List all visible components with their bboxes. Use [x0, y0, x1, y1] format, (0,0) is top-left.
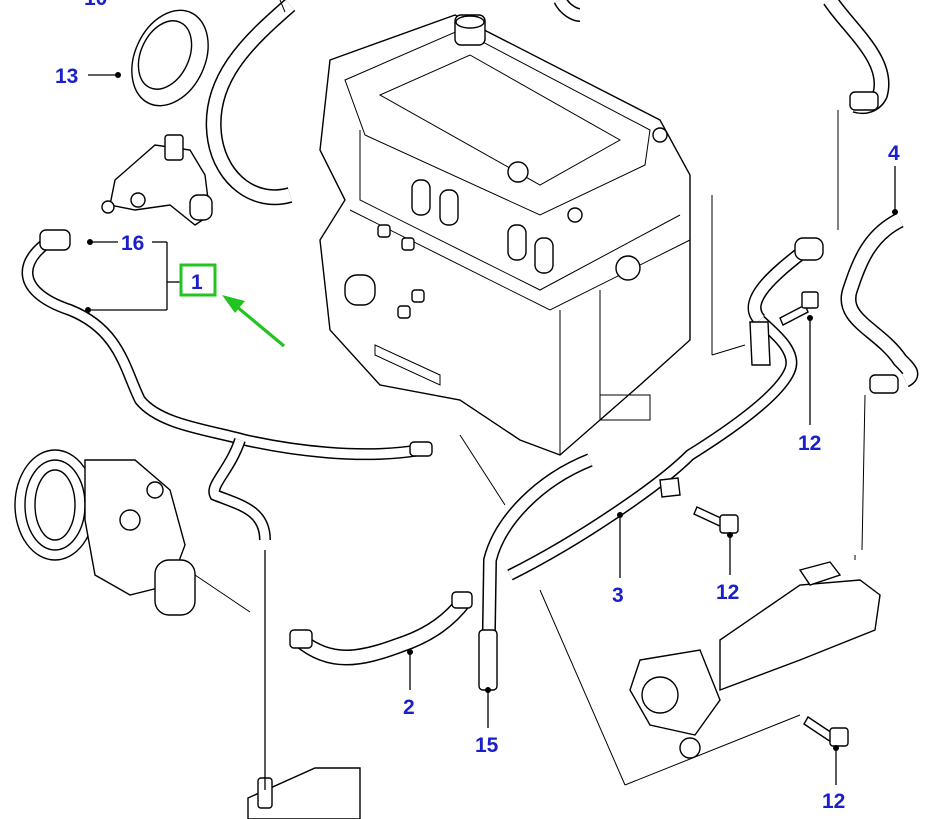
thermostat-housing [101, 134, 213, 226]
leader-dots [85, 72, 898, 751]
hose-2 [289, 591, 473, 666]
leader-lines [88, 0, 896, 790]
highlight-arrow-head [222, 295, 245, 313]
callout-2: 2 [403, 696, 415, 719]
callout-3: 3 [612, 584, 624, 607]
bottom-bracket [247, 767, 361, 819]
callout-12-upper: 12 [798, 432, 821, 455]
bypass-hose [208, 437, 271, 541]
seal-ring-13 [131, 9, 209, 107]
highlight-arrow-shaft [234, 304, 286, 348]
hose-4 [823, 0, 919, 394]
callout-4: 4 [888, 142, 900, 165]
callout-15: 15 [475, 734, 499, 757]
upper-hose [205, 0, 581, 206]
cooler-assembly [629, 561, 881, 759]
hose-1 [21, 229, 433, 461]
pipe-3 [507, 237, 824, 581]
bolt-12-middle [693, 506, 739, 534]
callout-13: 13 [55, 65, 78, 88]
callout-1: 1 [191, 271, 203, 294]
bolt-12-lower [803, 716, 849, 747]
callout-10: 10 [84, 0, 107, 10]
callout-12-middle: 12 [716, 581, 739, 604]
pipe-15 [478, 453, 593, 691]
highlight-box [179, 263, 217, 297]
engine-block [319, 14, 691, 456]
callout-12-lower: 12 [822, 790, 845, 813]
bolt-12-upper [779, 291, 819, 326]
callout-16: 16 [121, 232, 144, 255]
water-pump [14, 449, 196, 616]
